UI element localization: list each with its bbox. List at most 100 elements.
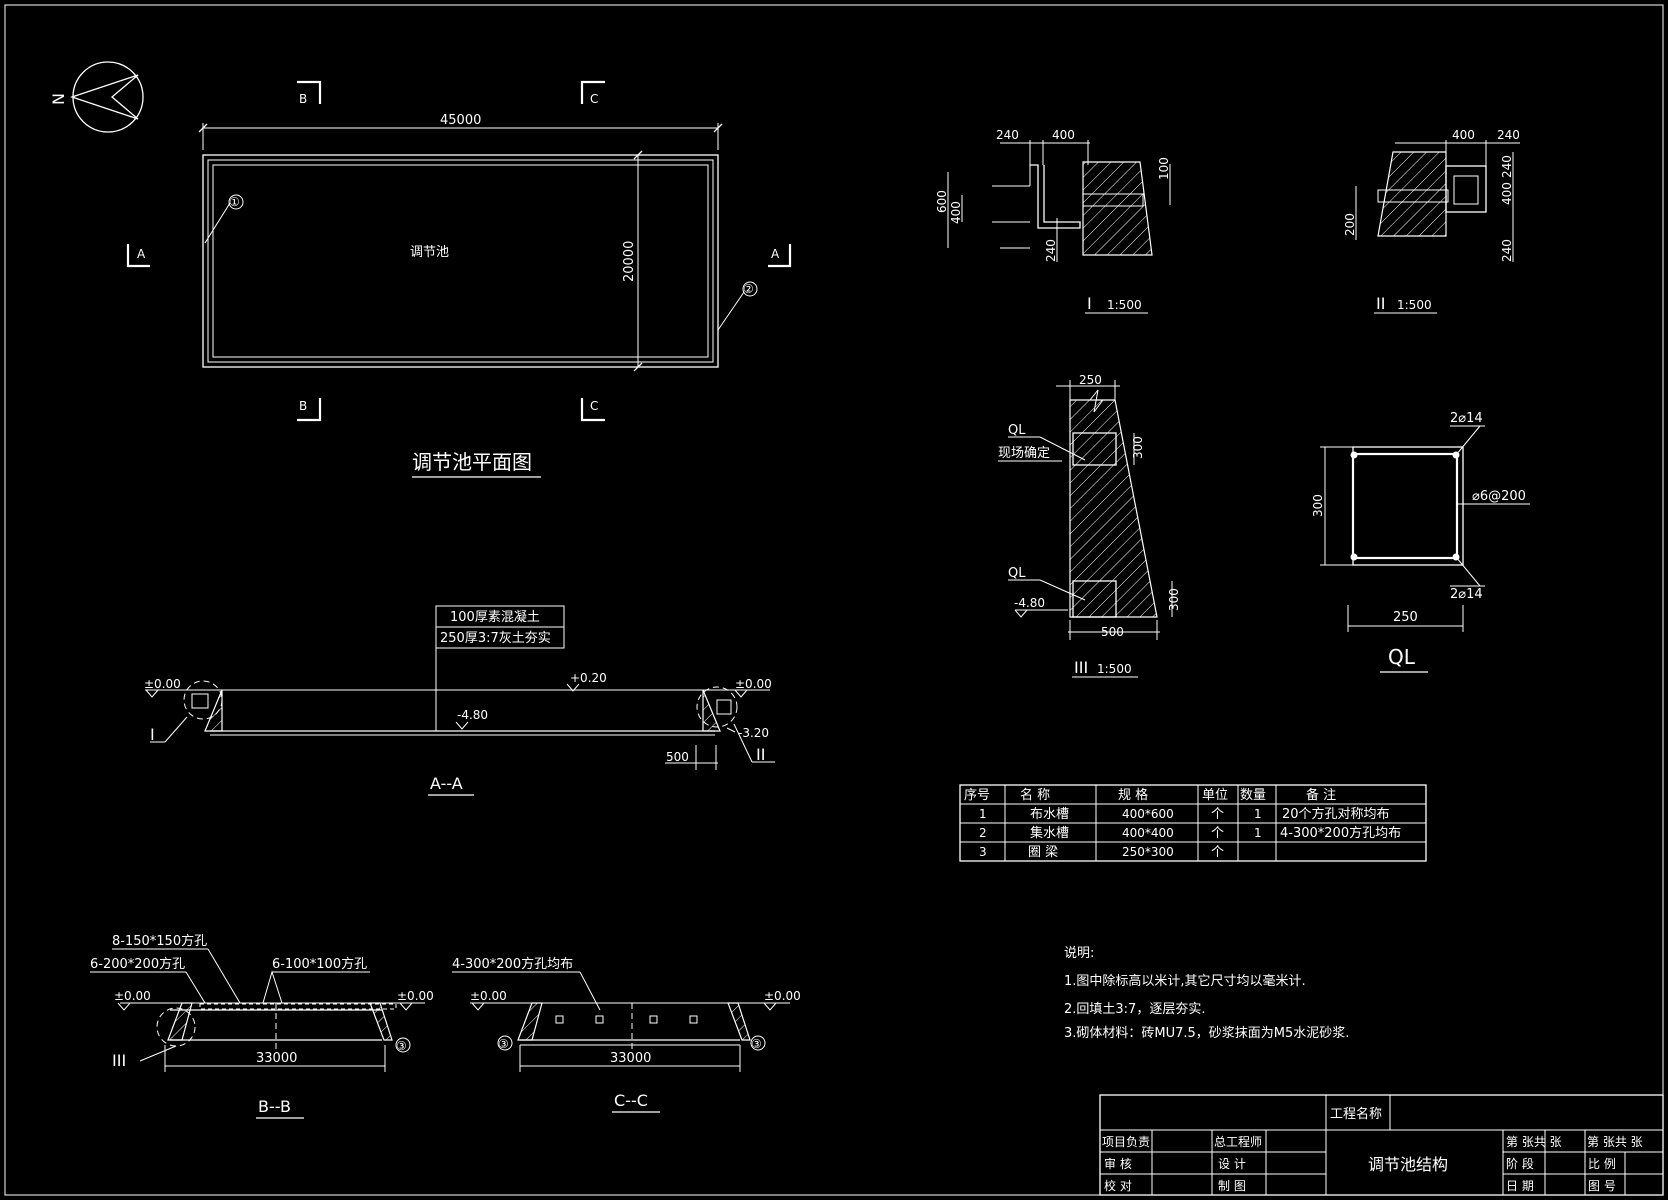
bb-level-right: ±0.00 <box>397 989 434 1003</box>
th-unit: 单位 <box>1202 788 1228 803</box>
d1-scale: 1:500 <box>1107 298 1142 312</box>
r1-qty: 1 <box>1254 807 1262 821</box>
d1-dim-240-bottom: 240 <box>1044 239 1058 262</box>
cc-marker-left: ③ <box>498 1037 509 1051</box>
aa-detail-circle-1 <box>183 680 223 720</box>
d2-dim-240-top: 240 <box>1497 128 1520 142</box>
aa-level-top: +0.20 <box>570 671 607 685</box>
pool-name: 调节池 <box>410 245 449 260</box>
tb-project-label: 工程名称 <box>1330 1106 1382 1122</box>
d2-label: II <box>1376 294 1385 313</box>
north-arrow: N <box>49 61 144 133</box>
th-remark: 备 注 <box>1306 787 1336 803</box>
aa-detail-circle-2 <box>696 686 738 728</box>
aa-level-bottom: -4.80 <box>457 708 488 722</box>
d3-ql-top <box>1072 432 1117 466</box>
ql-stirrup-label: ⌀6@200 <box>1472 489 1526 504</box>
section-cc: 4-300*200方孔均布 ±0.00 ±0.00 33000 ③ ③ C--C <box>452 956 801 1113</box>
ql-rebar-top: 2⌀14 <box>1450 411 1483 426</box>
th-qty: 数量 <box>1240 788 1266 803</box>
cut-c-top: C <box>590 92 598 106</box>
d1-dim-400-side: 400 <box>949 201 963 224</box>
tb-project-lead: 项目负责 <box>1102 1135 1150 1149</box>
r2-unit: 个 <box>1211 826 1224 841</box>
d3-dim-top: 250 <box>1079 373 1102 387</box>
cut-c-bottom: C <box>590 399 598 413</box>
cc-level-left: ±0.00 <box>470 989 507 1003</box>
tb-stage: 阶 段 <box>1506 1156 1534 1171</box>
tb-ratio: 比 例 <box>1588 1157 1616 1171</box>
aa-detail-2: II <box>756 745 765 764</box>
detail-3: 250 QL 现场确定 QL -4.80 300 300 500 III 1:5… <box>998 373 1181 678</box>
detail-1: 240 400 600 400 100 240 I 1:500 <box>935 128 1171 314</box>
bb-hole-b: 6-200*200方孔 <box>90 956 185 972</box>
ql-dim-w: 250 <box>1393 610 1418 625</box>
tb-drawing-no: 图 号 <box>1588 1179 1616 1193</box>
detail-2: 400 240 200 400 240 240 II 1:500 <box>1343 128 1520 314</box>
ql-outer <box>1352 446 1464 566</box>
pool-outline-outer <box>202 154 719 368</box>
d3-ql-bottom <box>1072 580 1117 618</box>
cc-hole: 4-300*200方孔均布 <box>452 956 573 972</box>
r3-unit: 个 <box>1211 845 1224 860</box>
tb-drawing-title: 调节池结构 <box>1368 1155 1448 1174</box>
d3-dim-bottom: 500 <box>1101 625 1124 639</box>
r2-spec: 400*400 <box>1122 826 1174 840</box>
plan-dim-width: 20000 <box>622 241 637 282</box>
r1-remark: 20个方孔对称均布 <box>1282 806 1390 822</box>
tb-check: 校 对 <box>1104 1178 1132 1193</box>
aa-level-left: ±0.00 <box>144 677 181 691</box>
d2-dim-240-side: 240 <box>1500 155 1514 178</box>
d3-label: III <box>1074 658 1088 677</box>
note-3: 3.砌体材料：砖MU7.5，砂浆抹面为M5水泥砂浆. <box>1064 1026 1349 1041</box>
r1-spec: 400*600 <box>1122 807 1174 821</box>
tb-sheet-b: 第 张共 张 <box>1587 1135 1643 1149</box>
th-name: 名 称 <box>1020 787 1050 803</box>
section-bb: 8-150*150方孔 6-200*200方孔 6-100*100方孔 ±0.0… <box>90 933 434 1119</box>
bb-level-left: ±0.00 <box>114 989 151 1003</box>
aa-title: A--A <box>430 774 463 793</box>
d2-dim-200: 200 <box>1343 213 1357 236</box>
cc-dim: 33000 <box>610 1051 651 1066</box>
d1-dim-400-top: 400 <box>1052 128 1075 142</box>
notes-heading: 说明: <box>1064 946 1094 961</box>
plan-view: 45000 20000 调节池 ① ② A A B B C C 调节池平面图 <box>126 80 792 478</box>
aa-level-right: ±0.00 <box>735 677 772 691</box>
r3-spec: 250*300 <box>1122 845 1174 859</box>
d1-dim-600: 600 <box>935 190 949 213</box>
r1-name: 布水槽 <box>1030 807 1069 822</box>
bb-detail-circle <box>156 1007 196 1047</box>
ql-section: 2⌀14 2⌀14 ⌀6@200 300 250 QL <box>1311 411 1530 673</box>
ql-dim-h: 300 <box>1311 494 1325 517</box>
d3-ql-bottom-label: QL <box>1008 566 1026 581</box>
title-block: 工程名称 调节池结构 项目负责 总工程师 审 核 设 计 校 对 制 图 第 张… <box>1099 1094 1664 1196</box>
d3-dim-300b: 300 <box>1167 588 1181 611</box>
bb-marker: ③ <box>396 1039 407 1053</box>
bb-title: B--B <box>258 1097 291 1116</box>
cut-b-top: B <box>299 92 307 106</box>
ql-rebar-bottom: 2⌀14 <box>1450 587 1483 602</box>
d1-dim-100: 100 <box>1157 157 1171 180</box>
tb-chief-engineer: 总工程师 <box>1214 1134 1262 1149</box>
aa-detail-1: I <box>150 725 155 744</box>
pool-outline-inner <box>212 164 709 358</box>
tb-sheet-a: 第 张共 张 <box>1506 1135 1562 1149</box>
r3-name: 圈 梁 <box>1028 845 1058 860</box>
pool-outline-mid <box>207 159 714 363</box>
r1-index: 1 <box>979 807 987 821</box>
cut-b-bottom: B <box>299 399 307 413</box>
r2-remark: 4-300*200方孔均布 <box>1280 825 1401 841</box>
d3-dim-300a: 300 <box>1131 436 1145 459</box>
d3-site-note: 现场确定 <box>998 446 1050 461</box>
note-1: 1.图中除标高以米计,其它尺寸均以毫米计. <box>1064 973 1306 989</box>
r1-unit: 个 <box>1211 807 1224 822</box>
ql-title: QL <box>1388 645 1416 669</box>
note-2: 2.回填土3:7，逐层夯实. <box>1064 1002 1205 1017</box>
r2-qty: 1 <box>1254 826 1262 840</box>
bb-dim: 33000 <box>256 1051 297 1066</box>
r2-name: 集水槽 <box>1030 825 1069 841</box>
bb-hole-c: 6-100*100方孔 <box>272 956 367 972</box>
d2-scale: 1:500 <box>1397 298 1432 312</box>
bb-holes-row <box>199 1003 397 1010</box>
